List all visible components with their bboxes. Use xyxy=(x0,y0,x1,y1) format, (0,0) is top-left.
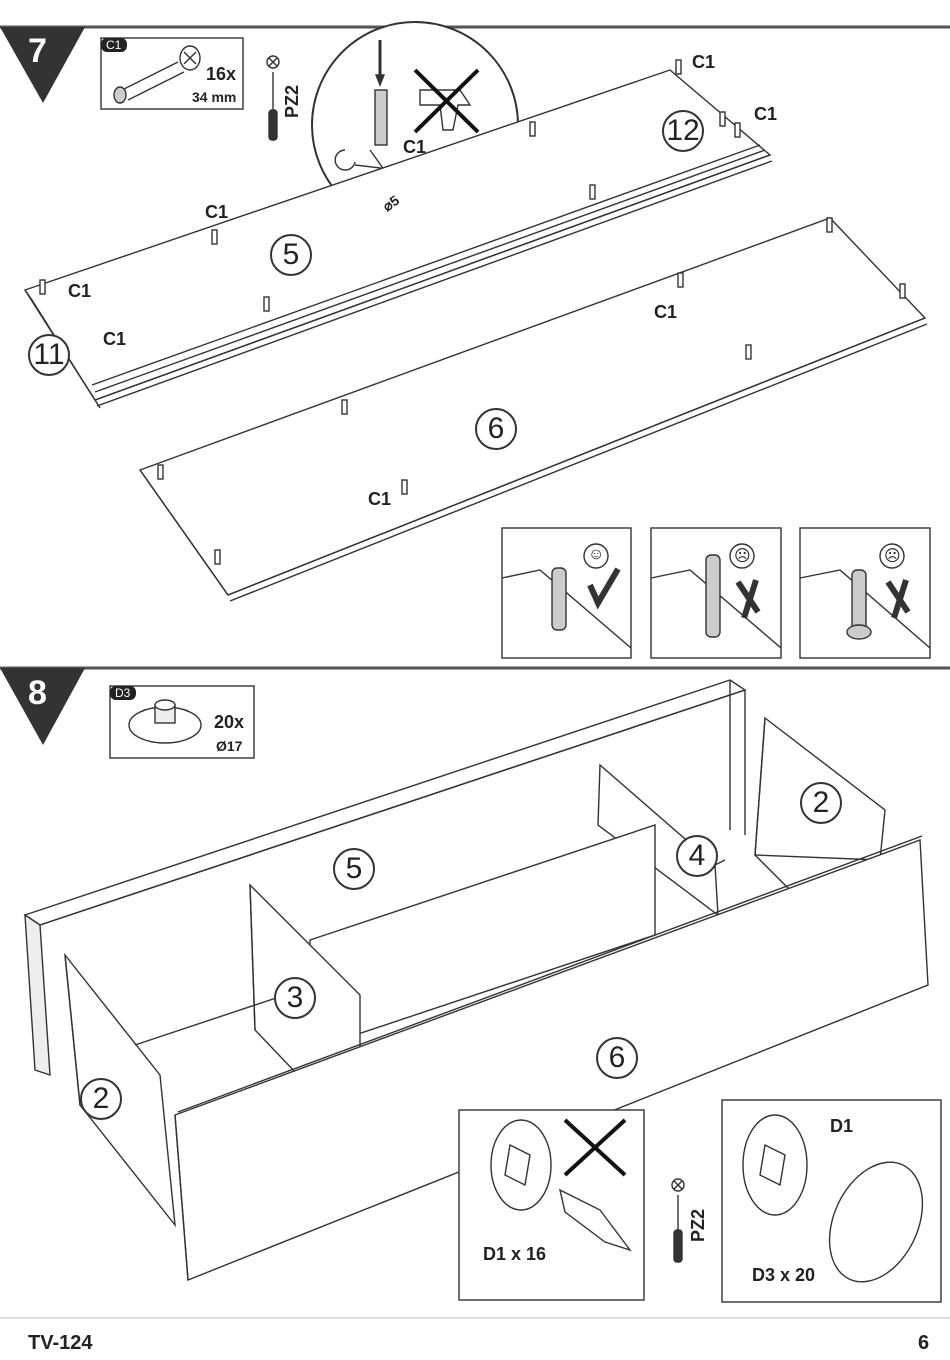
step7-tool-label: PZ2 xyxy=(282,84,302,118)
cap-icon xyxy=(128,699,202,744)
step8-part-code: D3 xyxy=(115,686,131,700)
panel-number-5: 5 xyxy=(333,848,375,890)
cabinet-frame xyxy=(23,679,929,1282)
detail-box-2-part-label: D1 xyxy=(830,1116,854,1136)
c1-label: C1 xyxy=(103,329,127,349)
c1-label: C1 xyxy=(368,489,392,509)
step7-part-code: C1 xyxy=(106,38,122,52)
c1-label: C1 xyxy=(754,104,778,124)
panel-number-2: 2 xyxy=(80,1078,122,1120)
panel-number-11: 11 xyxy=(28,334,70,376)
step8-part-size: Ø17 xyxy=(216,738,243,754)
step8-tool-label: PZ2 xyxy=(688,1208,708,1242)
step7-part-size: 34 mm xyxy=(192,89,237,105)
c1-label: C1 xyxy=(205,202,229,222)
c1-label: C1 xyxy=(692,52,716,72)
detail-box-1-caption: D1 x 16 xyxy=(483,1244,547,1264)
step8-part-quantity: 20x xyxy=(214,712,245,732)
c1-label: C1 xyxy=(68,281,92,301)
panel-number-12: 12 xyxy=(662,110,704,152)
model-name: TV-124 xyxy=(28,1332,93,1354)
panel-number-4: 4 xyxy=(676,835,718,877)
frown-icon: ☹ xyxy=(884,548,901,565)
frown-icon: ☹ xyxy=(734,548,751,565)
panel-number-6: 6 xyxy=(596,1037,638,1079)
step7-number: 7 xyxy=(28,32,47,70)
smile-icon: ☺ xyxy=(588,546,605,563)
screwdriver-icon-8 xyxy=(671,1178,685,1263)
dowel-pins xyxy=(39,59,906,565)
detail-box-1 xyxy=(458,1109,645,1301)
step7-badge xyxy=(0,27,85,103)
panel-number-6: 6 xyxy=(475,408,517,450)
step8-number: 8 xyxy=(28,674,47,712)
step7-part-quantity: 16x xyxy=(206,64,237,84)
panel-number-3: 3 xyxy=(274,977,316,1019)
check-box-3 xyxy=(799,527,931,659)
panel-6-outline xyxy=(138,217,928,602)
panel-number-5: 5 xyxy=(270,234,312,276)
detail-box-2-caption: D3 x 20 xyxy=(752,1265,816,1285)
panel-5-outline xyxy=(23,69,773,409)
check-box-1 xyxy=(501,527,632,659)
page-number: 6 xyxy=(918,1332,930,1354)
detail-c1-label: C1 xyxy=(403,137,427,157)
panel-number-2: 2 xyxy=(800,782,842,824)
c1-label: C1 xyxy=(654,302,678,322)
detail-box-2 xyxy=(721,1099,942,1303)
check-box-2 xyxy=(650,527,782,659)
step8-badge xyxy=(0,668,85,745)
screwdriver-icon xyxy=(266,55,280,141)
cam-bolt-icon xyxy=(113,45,201,104)
